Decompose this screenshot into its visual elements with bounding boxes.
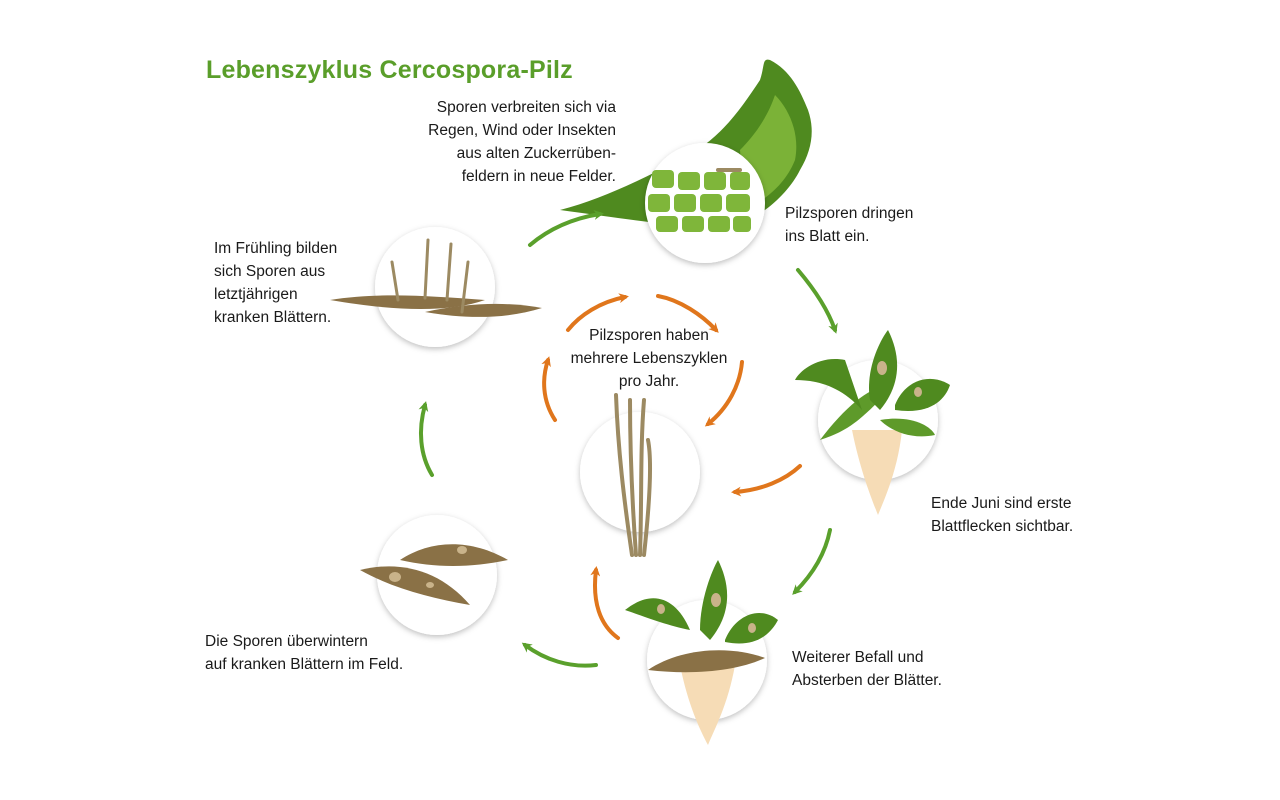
arrow-spring-to-leaf [528, 210, 604, 247]
arrow-inner-3 [731, 464, 802, 497]
diagram-title: Lebenszyklus Cercospora-Pilz [206, 56, 573, 84]
arrow-dying-to-winter [521, 642, 598, 668]
arrow-leaf-to-beet [796, 268, 838, 334]
arrow-inner-5 [541, 356, 557, 422]
caption-penetrate: Pilzsporen dringen ins Blatt ein. [785, 205, 914, 245]
caption-dying: Weiterer Befall und Absterben der Blätte… [792, 649, 942, 689]
arrow-inner-4 [590, 566, 620, 640]
stage-circle-spring-spores [330, 227, 542, 347]
arrow-inner-2 [704, 360, 744, 427]
caption-winter: Die Sporen überwintern auf kranken Blätt… [205, 633, 404, 673]
arrow-inner-1 [656, 294, 719, 333]
arrow-inner-6 [566, 293, 629, 332]
arrow-winter-to-spring [418, 401, 434, 477]
stage-circle-center-spores [580, 393, 700, 557]
stage-circle-leaf-spores [645, 143, 765, 263]
arrow-beet-to-dying [792, 528, 832, 595]
caption-spring: Im Frühling bilden sich Sporen aus letzt… [214, 240, 338, 326]
outer-cycle-arrows [418, 210, 838, 668]
caption-spread: Sporen verbreiten sich via Regen, Wind o… [428, 99, 616, 185]
inner-cycle-arrows [541, 293, 802, 640]
caption-center: Pilzsporen haben mehrere Lebenszyklen pr… [570, 327, 728, 390]
stage-circle-beet-first-spots [795, 330, 950, 515]
stage-circle-winter-leaves [360, 515, 508, 635]
caption-june: Ende Juni sind erste Blattflecken sichtb… [931, 495, 1074, 535]
stage-circle-beet-dying [625, 560, 778, 745]
